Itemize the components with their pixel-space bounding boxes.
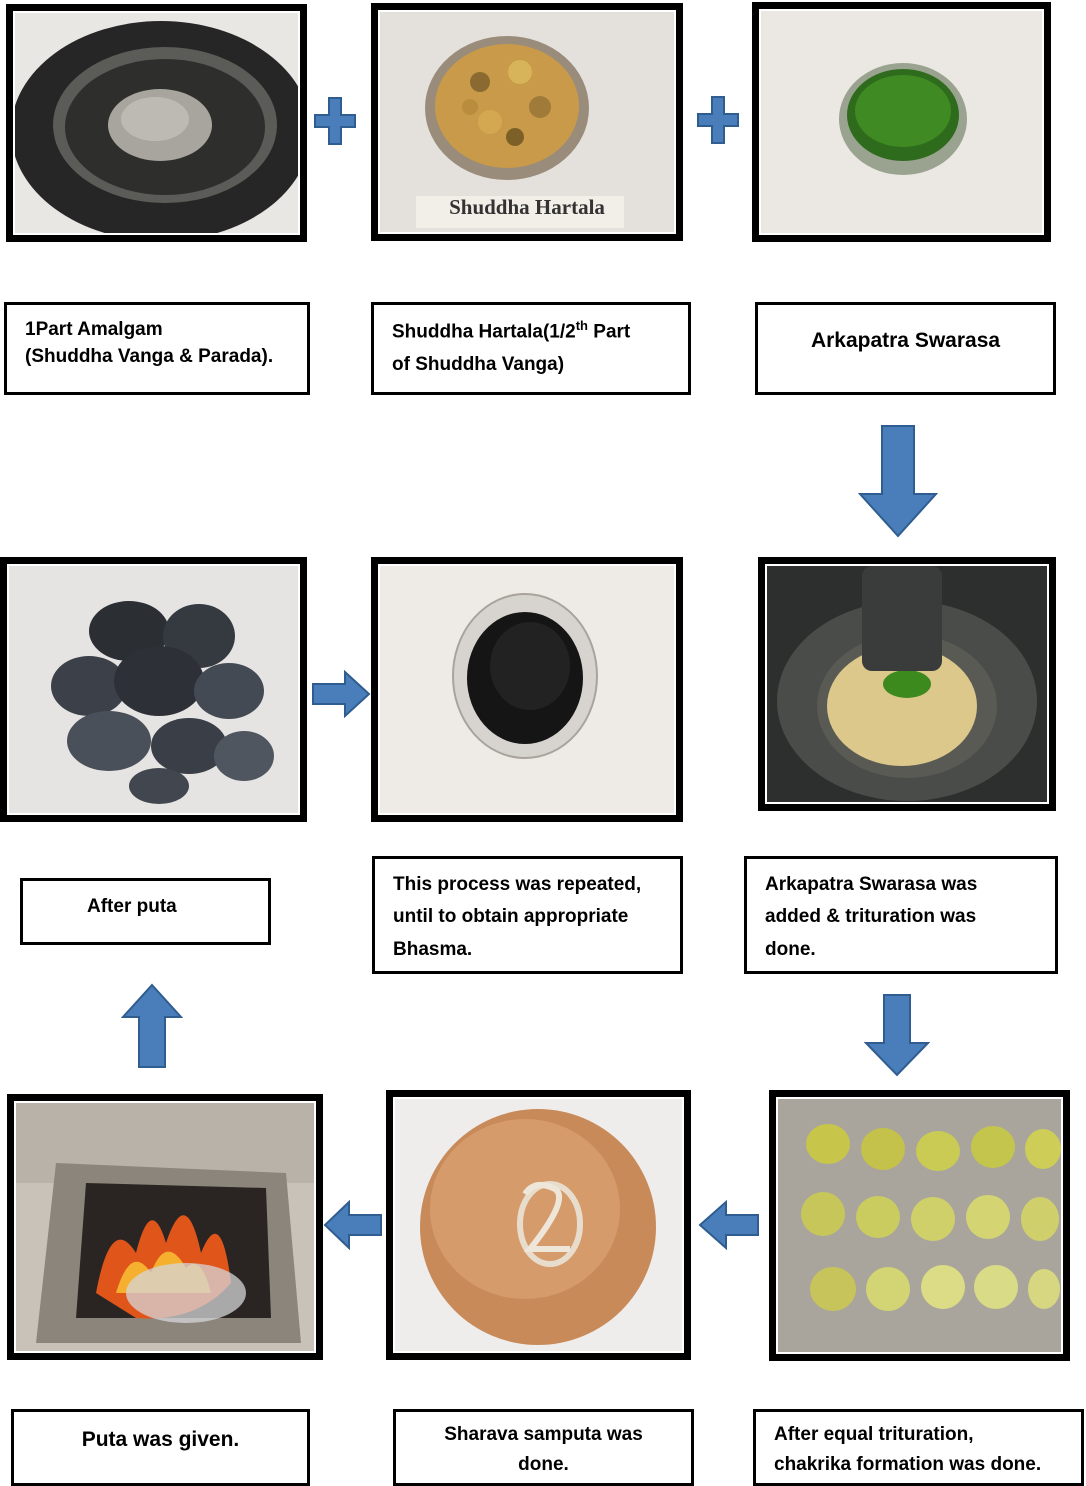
- caption-hartala-line1: Shuddha Hartala(1/2th Part: [392, 315, 630, 349]
- caption-hartala-superscript: th: [575, 318, 588, 333]
- caption-repeated-line2: until to obtain appropriate: [393, 906, 629, 928]
- caption-hartala-line1-main: Shuddha Hartala(1/2: [392, 321, 576, 343]
- hartala-photo-label: Shuddha Hartala: [449, 195, 605, 219]
- caption-after-puta: After puta: [20, 878, 271, 945]
- photo-chakrika: [769, 1090, 1070, 1361]
- caption-after-puta-line1: After puta: [87, 896, 177, 917]
- photo-trituration: [758, 557, 1056, 811]
- photo-sharava-samputa: [386, 1090, 691, 1360]
- caption-amalgam-line1: 1Part Amalgam: [25, 319, 163, 340]
- caption-repeated-line1: This process was repeated,: [393, 874, 642, 895]
- caption-trituration-line3: done.: [765, 938, 816, 960]
- photo-bhasma: [371, 557, 683, 822]
- photo-amalgam-mortar: [6, 4, 307, 242]
- caption-repeated: This process was repeated, until to obta…: [372, 856, 683, 974]
- arrow-down-icon: [864, 993, 930, 1077]
- caption-chakrika-line2: chakrika formation was done.: [774, 1454, 1042, 1476]
- caption-amalgam-line2: (Shuddha Vanga & Parada).: [25, 346, 274, 368]
- caption-sharava: Sharava samputa was done.: [393, 1409, 694, 1486]
- caption-amalgam: 1Part Amalgam (Shuddha Vanga & Parada).: [4, 302, 310, 395]
- arrow-left-icon: [698, 1200, 760, 1250]
- caption-sharava-line2: done.: [518, 1454, 569, 1476]
- caption-hartala: Shuddha Hartala(1/2th Part of Shuddha Va…: [371, 302, 691, 395]
- plus-icon: [313, 96, 357, 146]
- plus-icon: [696, 95, 740, 145]
- caption-swarasa-line1: Arkapatra Swarasa: [810, 329, 1001, 352]
- photo-puta-fire: [7, 1094, 323, 1360]
- arrow-right-icon: [311, 670, 371, 718]
- photo-arkapatra-swarasa: [752, 2, 1051, 242]
- caption-chakrika: After equal trituration, chakrika format…: [753, 1409, 1084, 1486]
- caption-hartala-line2: of Shuddha Vanga): [392, 353, 565, 375]
- caption-hartala-line1-end: Part: [588, 321, 631, 343]
- caption-swarasa: Arkapatra Swarasa: [755, 302, 1056, 395]
- caption-trituration-line1: Arkapatra Swarasa was: [765, 874, 978, 895]
- caption-repeated-line3: Bhasma.: [393, 938, 473, 960]
- caption-sharava-line1: Sharava samputa was: [444, 1424, 643, 1445]
- photo-shuddha-hartala: Shuddha Hartala: [371, 3, 683, 241]
- arrow-up-icon: [121, 983, 183, 1069]
- arrow-down-icon: [858, 424, 938, 538]
- arrow-left-icon: [323, 1200, 383, 1250]
- caption-chakrika-line1: After equal trituration,: [774, 1424, 974, 1445]
- photo-after-puta: [0, 557, 307, 822]
- caption-trituration-line2: added & trituration was: [765, 906, 977, 928]
- caption-puta-line1: Puta was given.: [81, 1428, 240, 1451]
- caption-puta: Puta was given.: [11, 1409, 310, 1486]
- caption-trituration: Arkapatra Swarasa was added & trituratio…: [744, 856, 1058, 974]
